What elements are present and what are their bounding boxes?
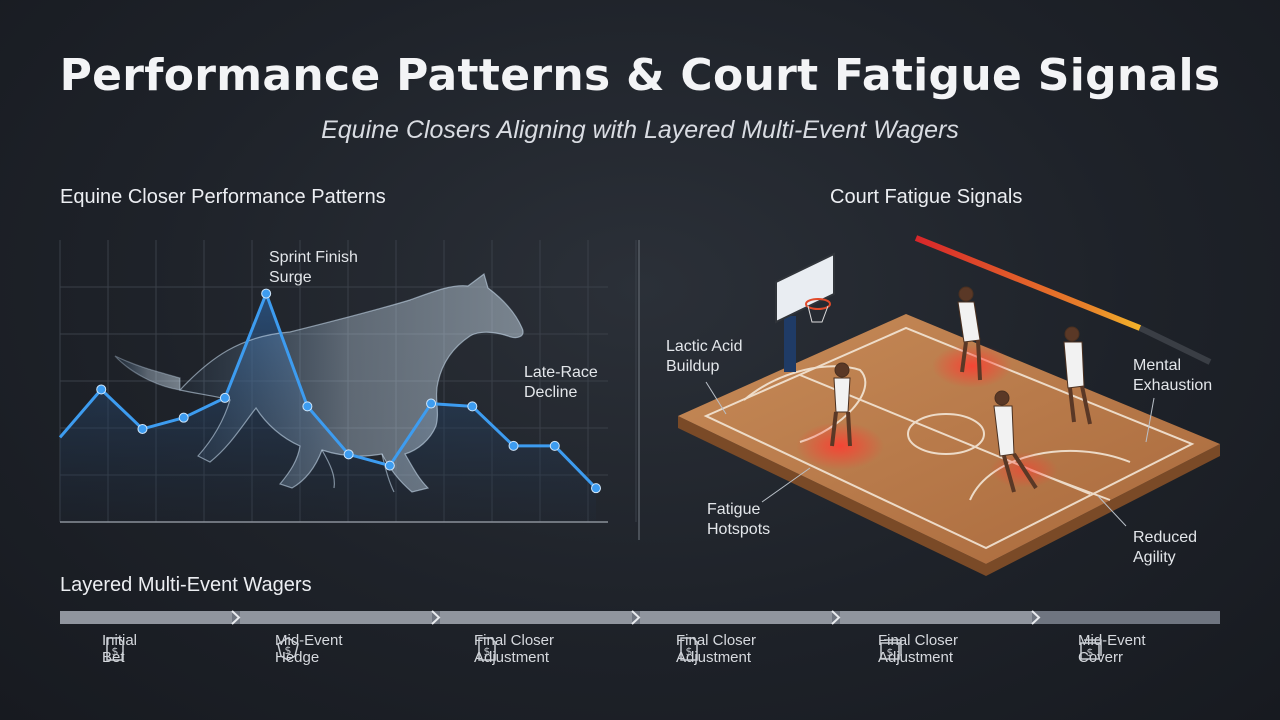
basketball-hoop xyxy=(775,252,835,372)
data-point xyxy=(508,440,519,451)
wager-step: $ Mid-Event Hedge xyxy=(275,632,343,672)
wager-step-label: Final Closer Adjustment xyxy=(474,632,555,666)
svg-text:$: $ xyxy=(112,645,119,658)
late-race-label: Late-Race Decline xyxy=(524,364,598,401)
data-point xyxy=(426,398,437,409)
area-fill xyxy=(60,293,596,522)
wager-step: $ Initial Bet xyxy=(102,632,137,672)
fatigue-meter xyxy=(914,235,1142,331)
wager-step-label: Mid-Event Hedge xyxy=(275,632,343,666)
data-point xyxy=(302,401,313,412)
data-point xyxy=(591,483,601,494)
wager-step-label: Mid-Event Coverr xyxy=(1078,632,1146,666)
page-subtitle: Equine Closers Aligning with Layered Mul… xyxy=(321,116,959,144)
svg-text:$: $ xyxy=(484,645,491,658)
receipt-icon: $ xyxy=(478,637,496,661)
panel-divider xyxy=(638,240,640,540)
wager-step: $ Final Closer Adjustment xyxy=(878,632,958,672)
wagers-heading: Layered Multi-Event Wagers xyxy=(60,574,312,596)
svg-text:$: $ xyxy=(285,644,292,657)
data-point xyxy=(178,412,189,423)
wager-step-label: Final Closer Adjustment xyxy=(676,632,757,666)
data-points xyxy=(96,288,601,494)
player-figure xyxy=(830,362,852,447)
page-title: Performance Patterns & Court Fatigue Sig… xyxy=(59,50,1221,101)
data-point xyxy=(96,384,107,395)
stacked-receipt-icon: $ xyxy=(880,639,902,660)
horse-illustration xyxy=(114,272,524,493)
player-figure xyxy=(1063,326,1092,425)
fatigue-hotspots-label: Fatigue Hotspots xyxy=(707,501,771,538)
performance-chart xyxy=(58,240,637,523)
lactic-acid-label: Lactic Acid Buildup xyxy=(666,338,743,375)
fatigue-hotspot xyxy=(796,422,884,470)
wager-step: $ Final Closer Adjustment xyxy=(676,632,756,672)
performance-line xyxy=(58,292,598,490)
wager-timeline-bar xyxy=(60,610,1220,625)
receipt-icon: $ xyxy=(680,637,698,661)
court-floor xyxy=(678,314,1220,564)
wager-step: $ Final Closer Adjustment xyxy=(474,632,554,672)
data-point xyxy=(384,460,395,471)
svg-text:$: $ xyxy=(686,645,693,658)
shield-dollar-icon: $ xyxy=(277,637,299,661)
data-point xyxy=(467,401,478,412)
left-panel-heading: Equine Closer Performance Patterns xyxy=(60,186,386,208)
data-point xyxy=(343,449,354,460)
player-figure xyxy=(957,286,982,381)
data-point xyxy=(219,392,230,403)
wager-step: $ Mid-Event Coverr xyxy=(1078,632,1146,672)
data-point xyxy=(137,423,148,434)
data-point xyxy=(261,288,272,299)
stacked-receipt-icon: $ xyxy=(1080,639,1102,660)
right-panel-heading: Court Fatigue Signals xyxy=(830,186,1023,208)
reduced-agility-label: Reduced Agility xyxy=(1133,529,1198,566)
receipt-icon: $ xyxy=(106,637,124,661)
svg-text:$: $ xyxy=(887,646,894,659)
player-figure xyxy=(993,390,1038,493)
fatigue-hotspot xyxy=(932,344,1012,388)
sprint-finish-label: Sprint Finish Surge xyxy=(269,249,358,286)
svg-text:$: $ xyxy=(1087,646,1094,659)
court-illustration xyxy=(678,235,1220,576)
mental-exhaustion-label: Mental Exhaustion xyxy=(1133,357,1213,394)
data-point xyxy=(549,440,560,451)
wager-step-label: Final Closer Adjustment xyxy=(878,632,959,666)
